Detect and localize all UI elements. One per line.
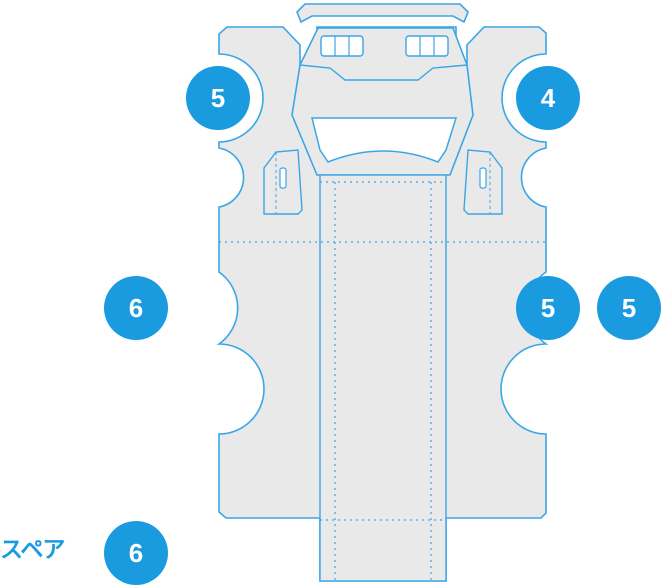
badge-middle-left: 6 (104, 276, 168, 340)
spare-label: スペア (0, 537, 65, 563)
viewing-window (311, 117, 458, 163)
badge-spare: 6 (104, 521, 168, 585)
face-header (299, 64, 468, 81)
visor-strip (296, 3, 469, 24)
badge-middle-right-inner: 5 (516, 276, 580, 340)
svg-text:6: 6 (129, 538, 143, 568)
svg-text:5: 5 (211, 83, 225, 113)
svg-text:5: 5 (541, 293, 555, 323)
svg-text:6: 6 (129, 293, 143, 323)
badge-upper-right: 4 (516, 66, 580, 130)
badge-upper-left: 5 (186, 66, 250, 130)
badge-middle-right-outer: 5 (597, 276, 661, 340)
svg-text:4: 4 (541, 83, 556, 113)
fold-lines (219, 181, 546, 581)
center-panel (319, 174, 447, 582)
lens-slot-right (405, 35, 449, 57)
lens-slot-left (320, 35, 364, 57)
svg-text:5: 5 (622, 293, 636, 323)
